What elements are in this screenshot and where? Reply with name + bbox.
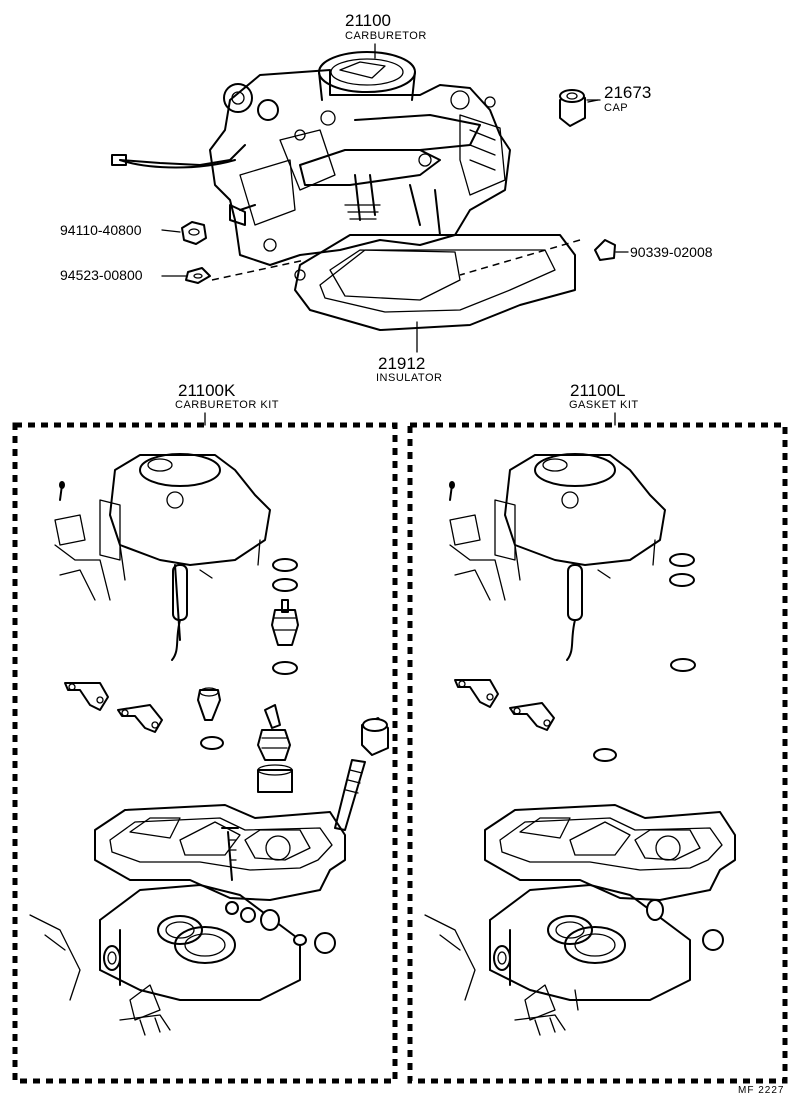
assembly-line-washer (211, 259, 306, 281)
washer-part-drawing (185, 267, 211, 284)
carburetor-kit-part-name: CARBURETOR KIT (175, 399, 279, 411)
carburetor-part-name: CARBURETOR (345, 30, 427, 42)
cap-part-drawing (559, 89, 599, 127)
small-gasket-part-drawing (594, 239, 616, 261)
cap-part-number: 21673 (604, 83, 652, 102)
nut-part-number: 94110-40800 (60, 222, 142, 238)
gasket-kit-part-number: 21100L (570, 381, 626, 400)
carburetor-kit-part-number: 21100K (178, 381, 236, 400)
carburetor-assembly-drawing (111, 51, 576, 331)
gasket-kit-drawing (424, 453, 736, 1036)
gasket-kit-box (407, 422, 788, 1084)
diagram-code: MF 2227 (738, 1085, 785, 1096)
carburetor-kit-box (12, 422, 398, 1084)
washer-part-number: 94523-00800 (60, 267, 143, 283)
carburetor-kit-drawing (29, 453, 389, 1036)
carburetor-part-number: 21100 (345, 11, 392, 30)
insulator-part-name: INSULATOR (376, 372, 443, 384)
small-gasket-part-number: 90339-02008 (630, 244, 713, 260)
gasket-kit-part-name: GASKET KIT (569, 399, 639, 411)
cap-part-name: CAP (604, 102, 629, 114)
insulator-part-number: 21912 (378, 354, 426, 373)
leader-nut (161, 229, 181, 233)
assembly-line-gasket (459, 239, 581, 276)
nut-part-drawing (181, 221, 207, 245)
